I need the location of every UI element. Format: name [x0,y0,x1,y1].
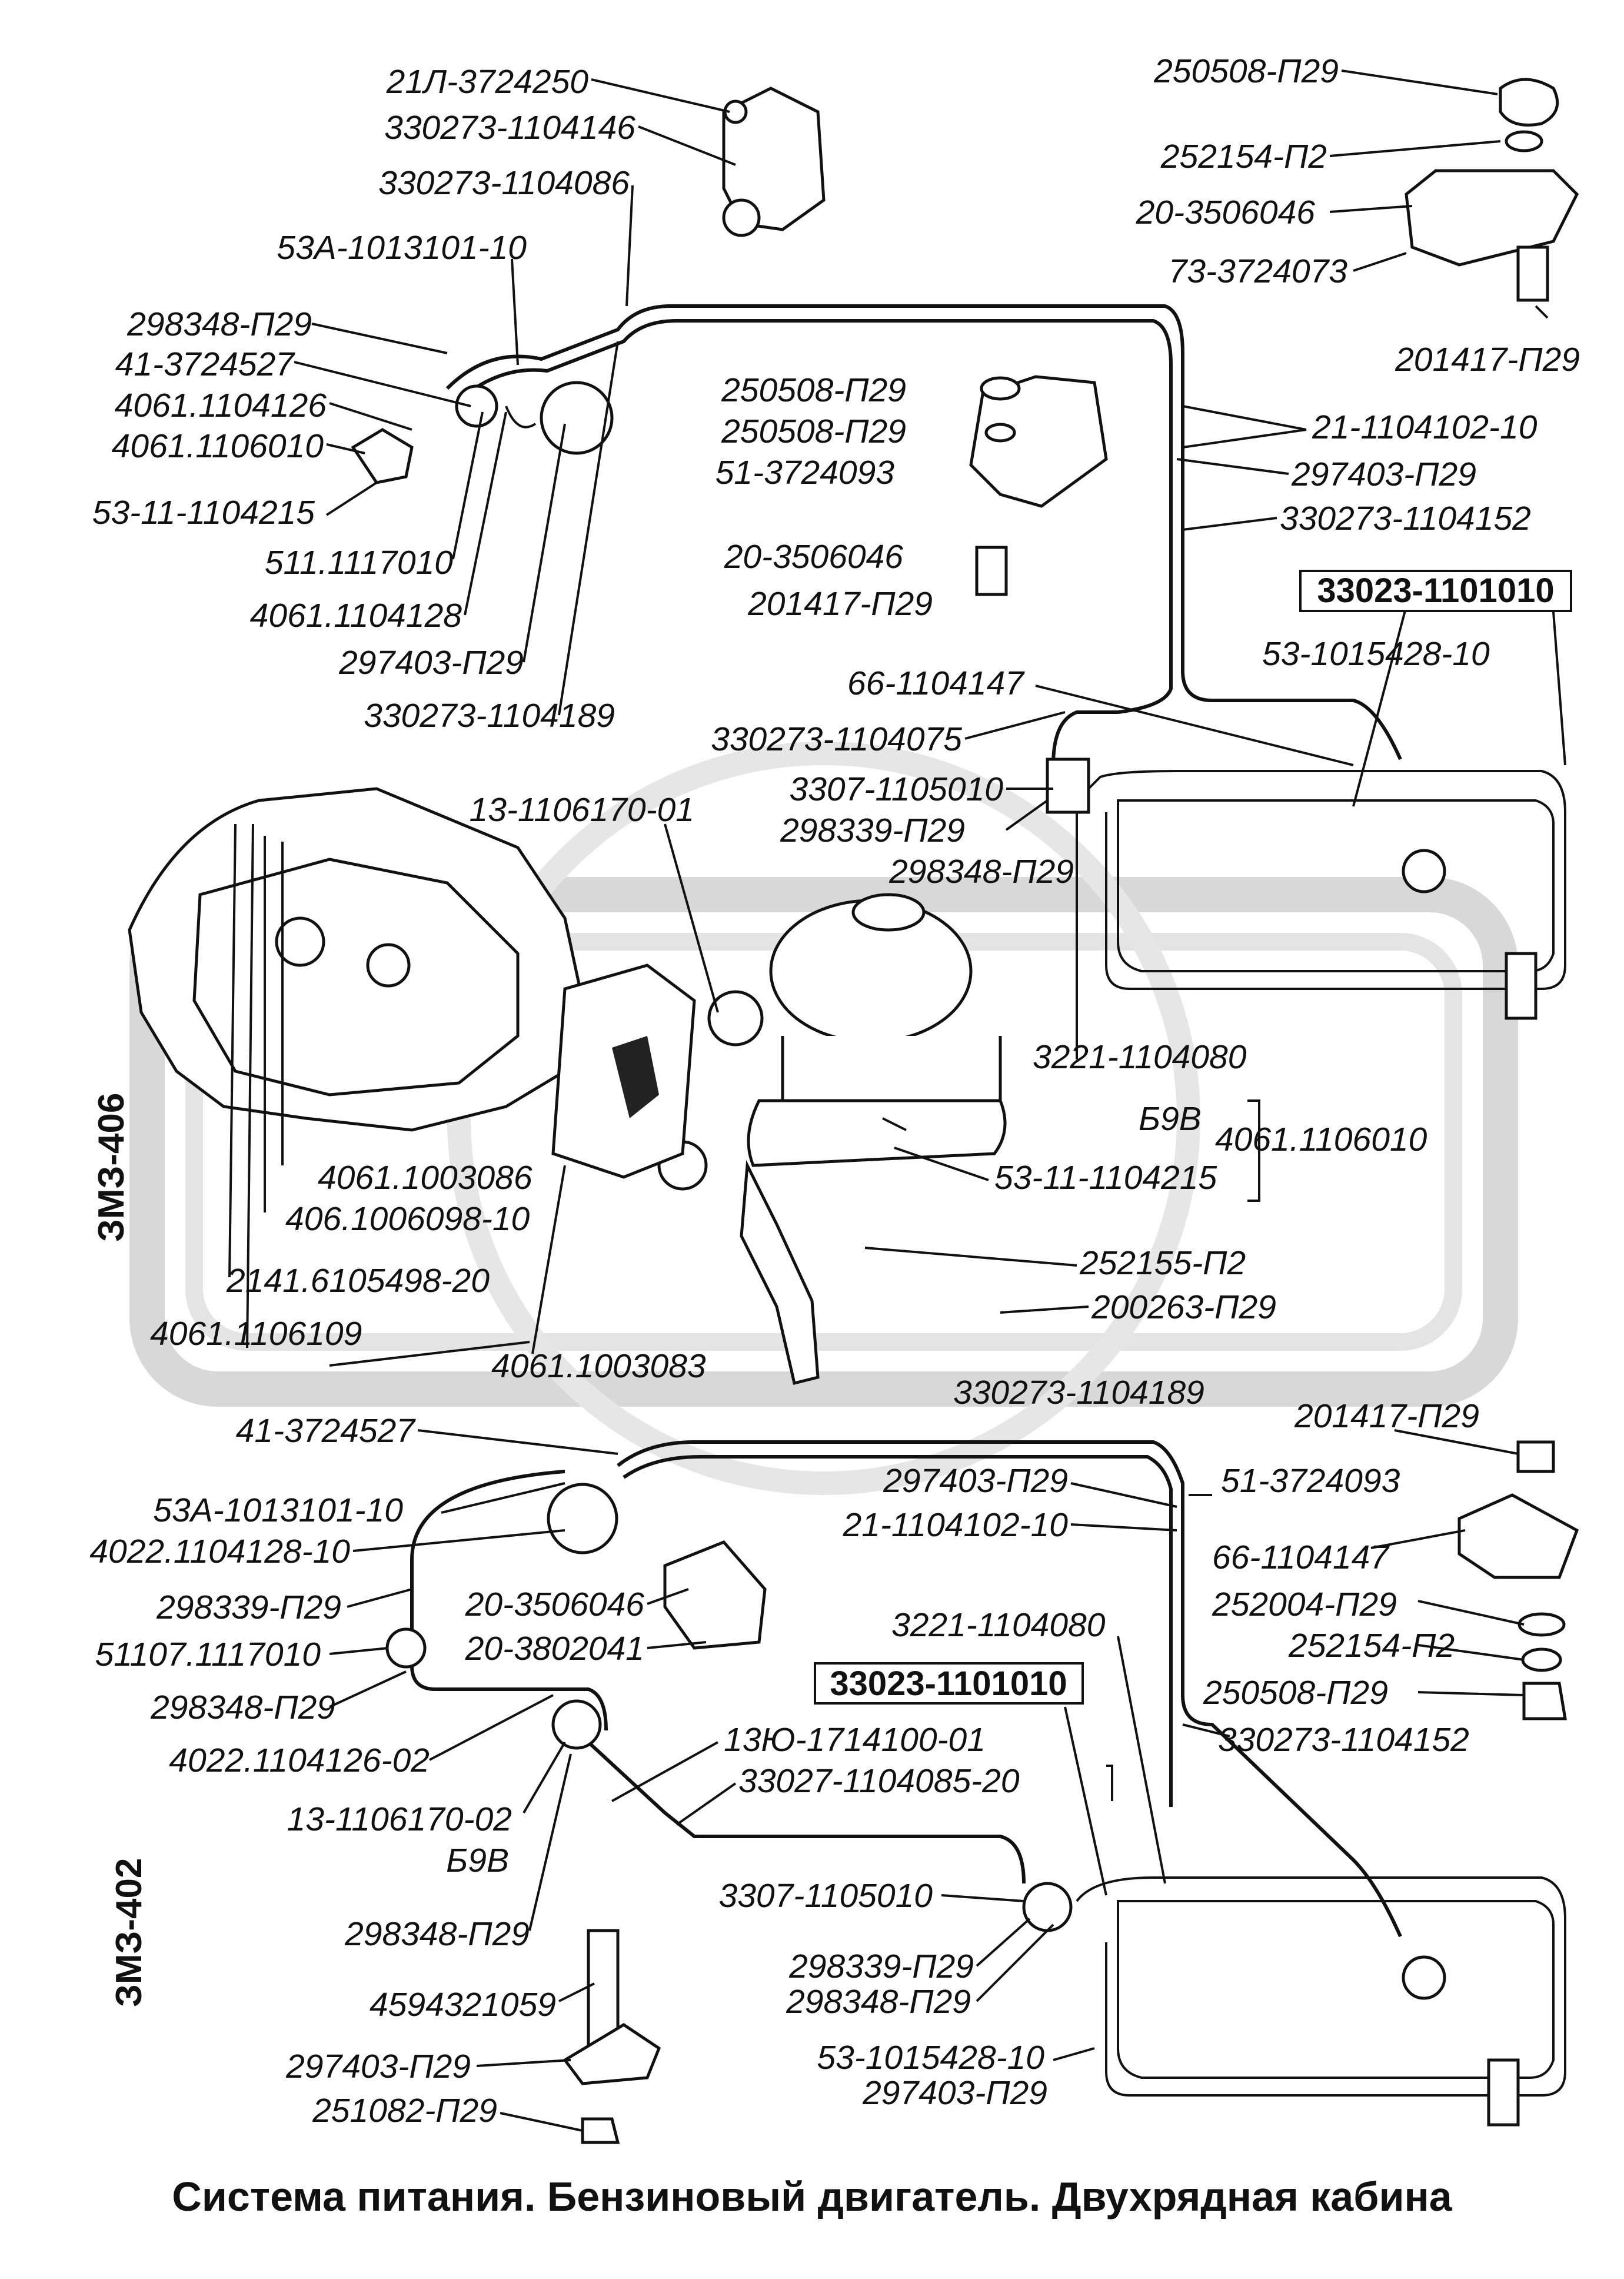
label-4061-1106109: 4061.1106109 [150,1315,362,1353]
label-4061-1003086: 4061.1003086 [318,1159,533,1197]
top-diagram-labels: 21Л-3724250 330273-1104146 330273-110408… [91,52,1580,1385]
bottom-fuel-lines [385,1440,1579,2144]
label-4022-1104126-02: 4022.1104126-02 [169,1742,430,1779]
label-4061-1106010-top: 4061.1106010 [112,427,324,465]
label-66-1104147-top: 66-1104147 [847,665,1025,702]
label-297403-p29-bottom-mid: 297403-П29 [883,1462,1068,1500]
engine-label-402: ЗМЗ-402 [109,1858,149,2007]
label-21l-3724250: 21Л-3724250 [386,63,589,101]
label-53-1015428-10-top: 53-1015428-10 [1262,635,1490,673]
label-4022-1104128-10: 4022.1104128-10 [89,1533,350,1570]
label-330273-1104189-top: 330273-1104189 [364,697,615,735]
label-298348-p29-top-mid: 298348-П29 [888,853,1074,891]
label-4594321059: 4594321059 [370,1986,556,2024]
label-298339-p29-bottom-left: 298339-П29 [156,1589,341,1626]
label-53a-1013101-10-bottom: 53А-1013101-10 [153,1491,403,1529]
label-297403-p29-bottom-left: 297403-П29 [285,2048,471,2085]
part-number-box-bottom [814,1662,1084,1705]
label-20-3506046-mid: 20-3506046 [724,538,904,576]
label-33023-1101010-top: 33023-1101010 [1317,572,1554,610]
label-252004-p29: 252004-П29 [1212,1586,1397,1623]
label-20-3506046-top-right: 20-3506046 [1136,194,1316,231]
label-53-11-1104215-top: 53-11-1104215 [92,494,315,531]
label-511-1117010: 511.1117010 [265,544,453,582]
label-330273-1104146: 330273-1104146 [384,109,635,147]
fitting-assembly-top-left [351,87,826,484]
label-252154-p2-top: 252154-П2 [1160,138,1327,175]
label-4061-1104126: 4061.1104126 [115,387,327,424]
label-53a-1013101-10: 53А-1013101-10 [277,229,527,267]
label-201417-p29-mid: 201417-П29 [747,585,933,623]
leader-lines [228,69,1566,2132]
label-13-1106170-02: 13-1106170-02 [287,1800,512,1838]
label-201417-p29-bottom: 201417-П29 [1294,1397,1479,1435]
label-53-1015428-10-bottom: 53-1015428-10 [817,2039,1044,2077]
label-51-3724093-top: 51-3724093 [716,454,895,491]
label-298339-p29-bottom: 298339-П29 [788,1948,974,1985]
label-41-3724527-top: 41-3724527 [115,345,296,383]
label-41-3724527-bottom: 41-3724527 [236,1412,417,1450]
diagram-caption: Система питания. Бензиновый двигатель. Д… [172,2174,1452,2220]
label-3221-1104080-top: 3221-1104080 [1033,1038,1247,1076]
fuel-pump-top [657,893,1007,1386]
label-b9v-bottom: Б9В [446,1842,509,1879]
label-73-3724073: 73-3724073 [1169,253,1348,290]
label-4061-1104128: 4061.1104128 [250,597,462,634]
label-250508-p29-bottom: 250508-П29 [1203,1674,1388,1712]
label-330273-1104086: 330273-1104086 [378,164,630,202]
label-13yu-1714100-01: 13Ю-1714100-01 [724,1721,986,1759]
label-251082-p29: 251082-П29 [312,2092,497,2129]
label-201417-p29-top-right: 201417-П29 [1395,341,1580,378]
label-20-3506046-bottom: 20-3506046 [465,1586,645,1623]
label-298348-p29-bottom-left: 298348-П29 [150,1689,335,1726]
label-4061-1106010-eng: 4061.1106010 [1215,1121,1427,1158]
label-53-11-1104215-eng: 53-11-1104215 [994,1159,1217,1197]
label-2141-6105498-20: 2141.6105498-20 [226,1262,490,1300]
label-33027-1104085-20: 33027-1104085-20 [738,1762,1020,1800]
label-20-3802041: 20-3802041 [465,1630,644,1667]
label-3221-1104080-bottom: 3221-1104080 [891,1606,1106,1644]
label-330273-1104152-bottom: 330273-1104152 [1218,1721,1469,1759]
label-298348-p29-top: 298348-П29 [127,305,312,343]
label-51-3724093-bottom: 51-3724093 [1221,1462,1400,1500]
label-330273-1104152-top: 330273-1104152 [1280,500,1531,537]
label-298348-p29-bottom-mid: 298348-П29 [344,1915,530,1953]
bottom-diagram-labels: 41-3724527 330273-1104189 53А-1013101-10… [89,1374,1479,2129]
label-252155-p2: 252155-П2 [1079,1244,1246,1282]
label-297403-p29-bottom: 297403-П29 [862,2074,1047,2112]
label-252154-p2-bottom: 252154-П2 [1288,1627,1455,1665]
label-250508-p29-mid-2: 250508-П29 [721,413,906,450]
clamp-assembly-top-right [969,78,1579,1020]
label-3307-1105010-top: 3307-1105010 [790,770,1004,808]
label-298339-p29-top: 298339-П29 [780,812,965,849]
label-13-1106170-01: 13-1106170-01 [470,791,694,829]
label-21-1104102-10-top: 21-1104102-10 [1312,408,1538,446]
label-330273-1104075: 330273-1104075 [711,720,962,758]
label-b9v-top: Б9В [1139,1100,1202,1138]
label-298348-p29-bottom: 298348-П29 [786,1983,971,2021]
label-33023-1101010-bottom: 33023-1101010 [830,1665,1067,1703]
label-297403-p29-top-right: 297403-П29 [1291,456,1476,493]
label-21-1104102-10-bottom: 21-1104102-10 [843,1506,1069,1544]
label-250508-p29-top-right: 250508-П29 [1153,52,1339,90]
label-297403-p29-top-left: 297403-П29 [338,644,524,682]
label-51107-1117010: 51107.1117010 [95,1636,321,1673]
label-330273-1104189-bottom: 330273-1104189 [953,1374,1204,1411]
label-200263-p29: 200263-П29 [1091,1288,1276,1326]
label-66-1104147-bottom: 66-1104147 [1212,1539,1390,1576]
label-3307-1105010-bottom: 3307-1105010 [719,1877,933,1915]
engine-label-406: ЗМЗ-406 [91,1093,132,1242]
label-406-1006098-10: 406.1006098-10 [285,1200,530,1238]
label-250508-p29-mid-1: 250508-П29 [721,371,906,409]
label-4061-1003083: 4061.1003083 [491,1347,706,1385]
part-number-box-top [1299,570,1572,612]
engine-block-406 [128,787,696,1179]
